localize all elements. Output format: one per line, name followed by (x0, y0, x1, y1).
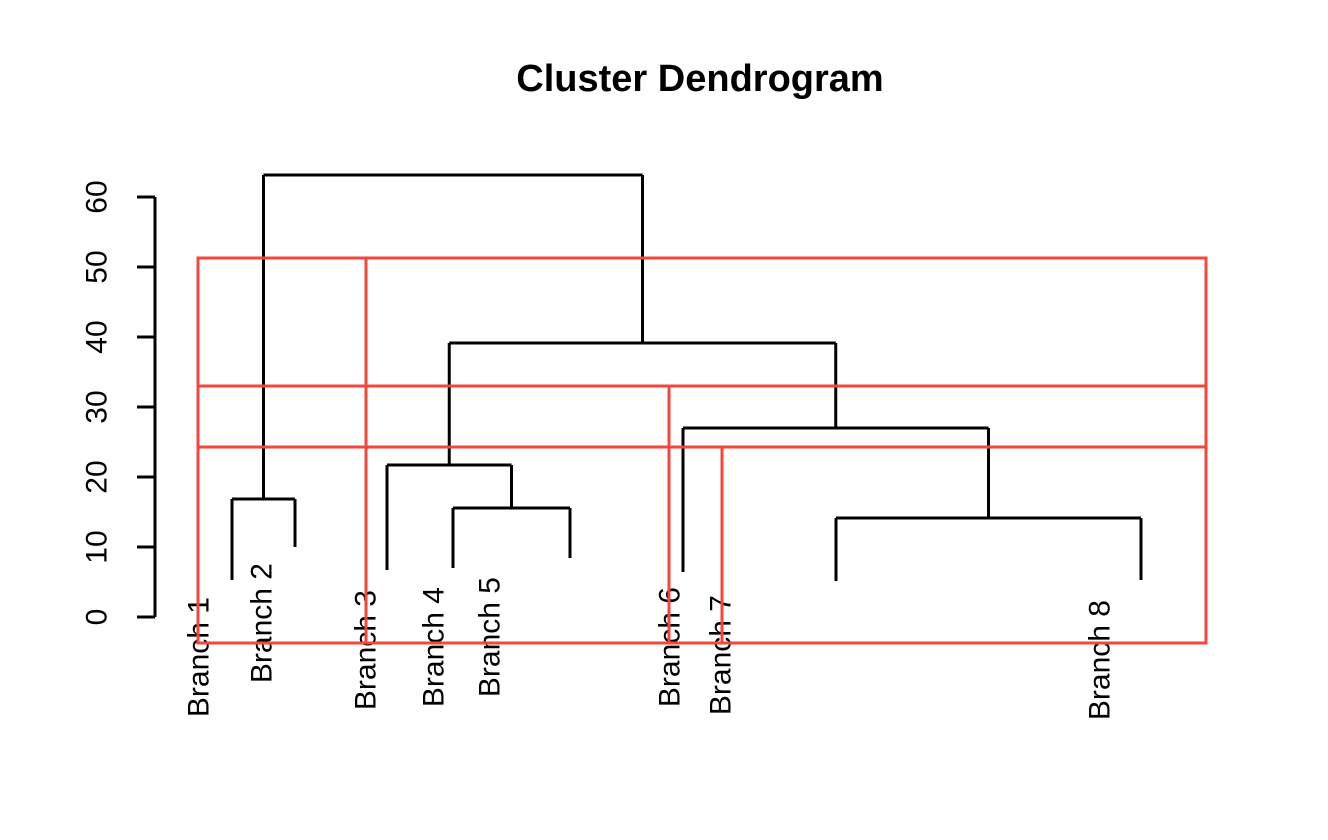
cluster-rectangle (720, 445, 1208, 645)
y-axis-tick-label: 50 (81, 250, 114, 283)
leaf-label: Branch 5 (474, 577, 507, 697)
cluster-rectangle (364, 384, 671, 645)
leaf-label: Branch 8 (1084, 600, 1117, 720)
leaf-label: Branch 2 (246, 563, 279, 683)
y-axis-tick-label: 30 (81, 390, 114, 423)
chart-title: Cluster Dendrogram (516, 58, 884, 100)
cluster-rectangle (196, 445, 368, 645)
cluster-rectangle (196, 384, 368, 645)
y-axis-tick-label: 10 (81, 530, 114, 563)
cluster-rectangle (667, 384, 1208, 645)
y-axis-tick-label: 60 (81, 180, 114, 213)
y-axis-tick-label: 40 (81, 320, 114, 353)
leaf-label: Branch 4 (418, 587, 451, 707)
cluster-rectangle (364, 445, 671, 645)
cluster-rectangle (196, 256, 368, 645)
y-axis-tick-label: 20 (81, 460, 114, 493)
y-axis-tick-label: 0 (81, 609, 114, 626)
